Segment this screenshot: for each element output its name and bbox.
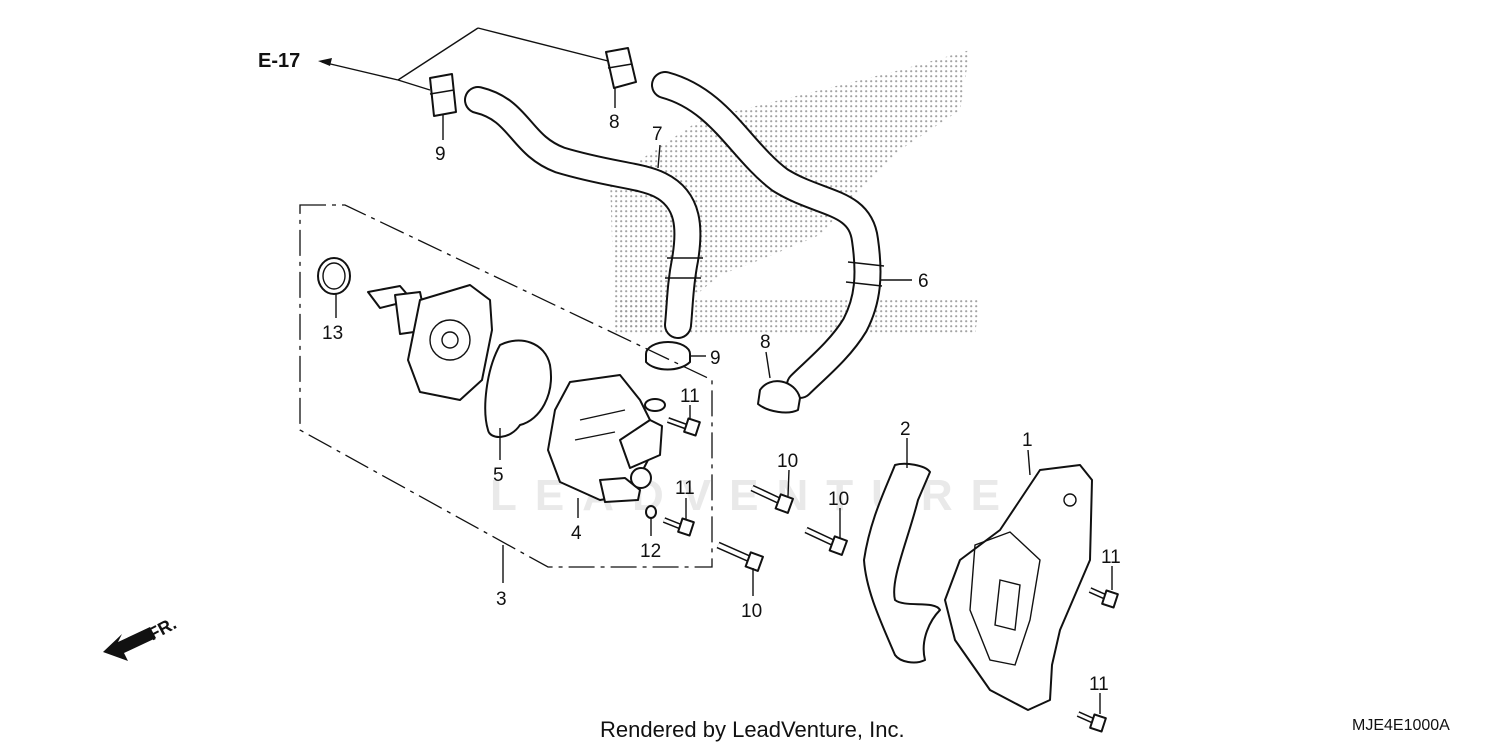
front-direction-arrow: FR. — [103, 613, 180, 661]
callout-12: 12 — [640, 541, 661, 562]
bolt-10-a — [750, 484, 794, 514]
bolt-11-d — [1076, 711, 1107, 733]
hose-clip-8-lower — [757, 380, 801, 414]
gasket-2 — [863, 462, 941, 664]
callout-2: 2 — [900, 419, 911, 440]
callout-9b: 9 — [710, 348, 721, 369]
callout-1: 1 — [1022, 430, 1033, 451]
diagram-code: MJE4E1000A — [1352, 717, 1450, 734]
bolt-11-a — [666, 417, 701, 437]
callout-11b: 11 — [675, 478, 695, 499]
hose-clip-8-top — [605, 47, 637, 89]
callout-4: 4 — [571, 523, 582, 544]
water-pump-body-4 — [547, 374, 666, 503]
callout-13: 13 — [322, 323, 343, 344]
callout-3: 3 — [496, 589, 507, 610]
reference-label: E-17 — [258, 50, 300, 72]
bolt-11-c — [1088, 587, 1119, 609]
hose-7 — [464, 86, 703, 339]
callout-5: 5 — [493, 465, 504, 486]
hose-clip-9-lower — [645, 341, 691, 371]
bolt-10-b — [804, 526, 848, 556]
callout-11d: 11 — [1089, 674, 1109, 695]
callout-11c: 11 — [1101, 547, 1121, 568]
assembly-3-outline — [299, 204, 713, 568]
leader-lines — [335, 88, 1113, 714]
callout-10b: 10 — [828, 489, 849, 510]
callout-8b: 8 — [760, 332, 771, 353]
hose-clip-9-top — [429, 73, 457, 117]
reference-arrow — [318, 27, 613, 91]
o-ring-12 — [645, 505, 657, 519]
callout-11a: 11 — [680, 386, 700, 407]
bolt-11-b — [662, 517, 695, 537]
hose-6 — [651, 71, 885, 399]
rendered-by-credit: Rendered by LeadVenture, Inc. — [600, 717, 905, 742]
callout-10c: 10 — [741, 601, 762, 622]
water-pump-impeller — [367, 284, 493, 401]
callout-7: 7 — [652, 124, 663, 145]
bolt-10-c — [716, 541, 764, 572]
gasket-5 — [484, 339, 552, 438]
cover-1 — [944, 464, 1093, 711]
callout-6: 6 — [918, 271, 929, 292]
callout-9a: 9 — [435, 144, 446, 165]
callout-10a: 10 — [777, 451, 798, 472]
callout-8a: 8 — [609, 112, 620, 133]
